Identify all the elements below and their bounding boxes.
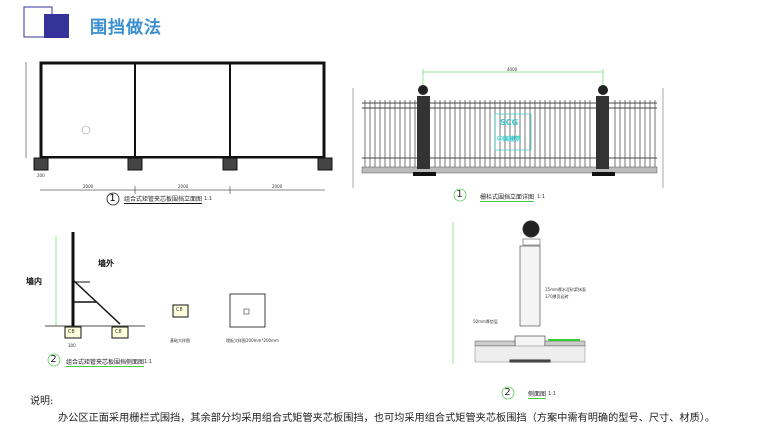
- railing-section-scale: 1:1: [548, 391, 557, 397]
- railing-section-drawing: [452, 220, 586, 400]
- span-dimension: 2000: [178, 184, 189, 189]
- detail2-label: 埋板大样图200mm*200mm: [226, 338, 279, 343]
- logo-icon: [23, 6, 69, 38]
- section-note: 15mm厚水泥砂浆抹面: [545, 287, 586, 292]
- span-dimension: 2000: [272, 184, 283, 189]
- panel-section-number: 2: [50, 354, 57, 365]
- railing-section-caption: 侧面图: [528, 391, 547, 399]
- panel-elevation-drawing: [25, 61, 333, 206]
- panel-section-scale: 1:1: [144, 359, 153, 365]
- railing-elevation-scale: 1:1: [537, 194, 546, 200]
- base-label: C8: [115, 329, 122, 335]
- railing-elevation-caption: 栅栏式围挡立面详图: [480, 194, 535, 202]
- railing-section-number: 2: [504, 387, 511, 398]
- railing-elevation-drawing: [352, 69, 664, 202]
- detail1-label: 基础大样图: [170, 338, 190, 343]
- railing-span-dimension: 4000: [507, 67, 518, 72]
- base-label: C8: [68, 329, 75, 335]
- panel-section-drawing: [45, 232, 266, 367]
- base-dimension: 200: [37, 173, 45, 178]
- notes-body: 办公区正面采用栅栏式围挡，其余部分均采用组合式矩管夹芯板围挡，也可均采用组合式矩…: [58, 413, 716, 424]
- panel-elevation-scale: 1:1: [204, 196, 213, 202]
- base-label: C8: [176, 307, 183, 313]
- span-dimension: 2000: [83, 184, 94, 189]
- railing-elevation-number: 1: [456, 189, 463, 200]
- panel-elevation-caption: 组合式矩管夹芯板围挡立面图: [124, 196, 203, 204]
- watermark-bottom: 中国建筑: [497, 136, 522, 143]
- section-note: 370厚页岩砖: [545, 294, 569, 299]
- base-width: 300: [68, 343, 76, 348]
- section-note: 50mm厚垫层: [473, 319, 498, 324]
- page-title: 围挡做法: [90, 18, 162, 38]
- panel-elevation-number: 1: [109, 193, 116, 204]
- panel-section-caption: 组合式矩管夹芯板围挡侧面图: [66, 359, 145, 367]
- watermark-top: SCG: [500, 118, 519, 127]
- inside-label: 墙内: [26, 277, 42, 286]
- notes-heading: 说明:: [30, 396, 54, 407]
- outside-label: 墙外: [98, 259, 114, 268]
